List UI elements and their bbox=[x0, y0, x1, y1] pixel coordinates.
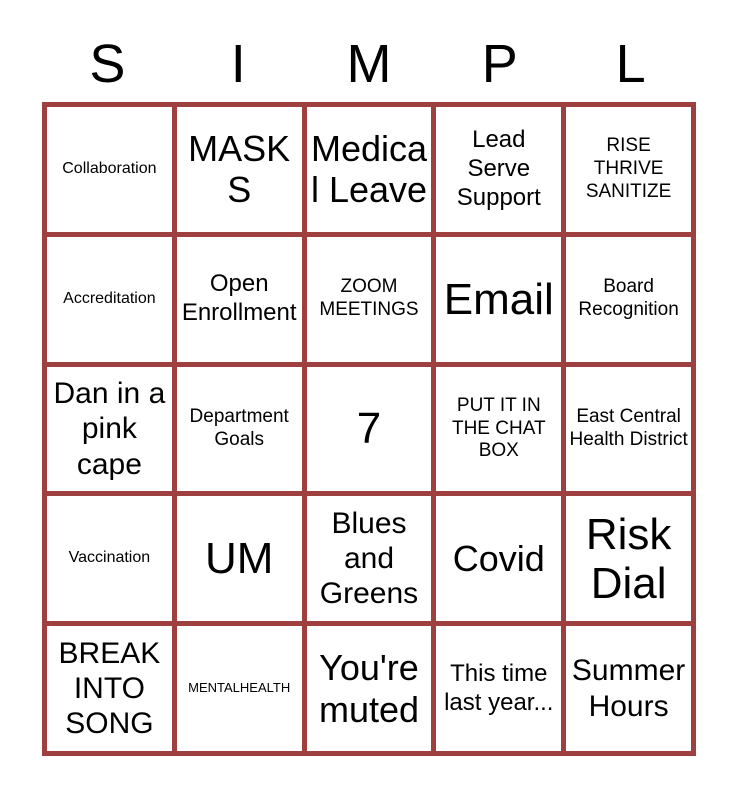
bingo-cell-free[interactable]: 7 bbox=[306, 366, 432, 492]
bingo-cell[interactable]: This time last year... bbox=[436, 626, 562, 751]
bingo-cell[interactable]: Open Enrollment bbox=[176, 236, 302, 362]
bingo-cell-label: Dan in a pink cape bbox=[53, 376, 166, 481]
bingo-cell-label: RISE THRIVE SANITIZE bbox=[585, 135, 672, 202]
bingo-cell[interactable]: Covid bbox=[436, 496, 562, 622]
bingo-cell-label: MASKS bbox=[188, 128, 291, 211]
bingo-cell[interactable]: Vaccination bbox=[47, 496, 172, 622]
bingo-cell[interactable]: Department Goals bbox=[176, 366, 302, 492]
bingo-cell-label: Covid bbox=[452, 538, 545, 580]
bingo-cell[interactable]: Collaboration bbox=[47, 107, 172, 232]
bingo-cell[interactable]: ZOOM MEETINGS bbox=[306, 236, 432, 362]
bingo-cell-label: You're muted bbox=[318, 647, 420, 730]
header-letter-4: P bbox=[481, 34, 518, 94]
bingo-cell-label: Medical Leave bbox=[310, 128, 428, 211]
bingo-cell-label: East Central Health District bbox=[569, 406, 688, 450]
bingo-cell[interactable]: Blues and Greens bbox=[306, 496, 432, 622]
bingo-cell[interactable]: PUT IT IN THE CHAT BOX bbox=[436, 366, 562, 492]
bingo-cell[interactable]: Board Recognition bbox=[566, 236, 691, 362]
header-letter-2: I bbox=[230, 34, 246, 94]
bingo-header-row: S I M P L bbox=[42, 28, 696, 100]
bingo-cell-label: Open Enrollment bbox=[181, 270, 297, 327]
bingo-cell[interactable]: Medical Leave bbox=[306, 107, 432, 232]
bingo-cell-label: MENTALHEALTH bbox=[188, 680, 291, 696]
bingo-cell-label: This time last year... bbox=[444, 659, 554, 716]
bingo-cell-label: Vaccination bbox=[68, 549, 151, 567]
bingo-cell-label: Email bbox=[443, 274, 554, 324]
bingo-cell-label: PUT IT IN THE CHAT BOX bbox=[451, 394, 546, 462]
bingo-cell[interactable]: UM bbox=[176, 496, 302, 622]
bingo-cell[interactable]: East Central Health District bbox=[566, 366, 691, 492]
bingo-cell-label: Blues and Greens bbox=[319, 506, 419, 611]
bingo-cell-label: ZOOM MEETINGS bbox=[319, 276, 419, 321]
bingo-cell-label: 7 bbox=[356, 404, 382, 454]
bingo-cell[interactable]: BREAK INTO SONG bbox=[47, 626, 172, 751]
bingo-cell[interactable]: Summer Hours bbox=[566, 626, 691, 751]
bingo-cell-label: Summer Hours bbox=[571, 654, 686, 723]
bingo-cell[interactable]: Accreditation bbox=[47, 236, 172, 362]
bingo-cell-label: Lead Serve Support bbox=[456, 126, 541, 211]
bingo-cell-label: Accreditation bbox=[63, 289, 156, 307]
bingo-cell[interactable]: Risk Dial bbox=[566, 496, 691, 622]
bingo-cell[interactable]: You're muted bbox=[306, 626, 432, 751]
bingo-cell-label: Board Recognition bbox=[578, 276, 679, 321]
bingo-cell-label: Risk Dial bbox=[585, 509, 672, 608]
bingo-grid: Collaboration MASKS Medical Leave Lead S… bbox=[42, 102, 696, 756]
bingo-cell[interactable]: MASKS bbox=[176, 107, 302, 232]
bingo-cell[interactable]: RISE THRIVE SANITIZE bbox=[566, 107, 691, 232]
bingo-cell[interactable]: MENTALHEALTH bbox=[176, 626, 302, 751]
bingo-cell-label: BREAK INTO SONG bbox=[58, 636, 161, 741]
bingo-cell-label: UM bbox=[204, 534, 274, 584]
bingo-cell[interactable]: Lead Serve Support bbox=[436, 107, 562, 232]
bingo-cell[interactable]: Email bbox=[436, 236, 562, 362]
header-letter-1: S bbox=[89, 34, 126, 94]
header-letter-3: M bbox=[346, 34, 392, 94]
bingo-cell-label: Collaboration bbox=[62, 159, 157, 177]
header-letter-5: L bbox=[615, 34, 646, 94]
bingo-cell[interactable]: Dan in a pink cape bbox=[47, 366, 172, 492]
bingo-cell-label: Department Goals bbox=[189, 406, 289, 450]
